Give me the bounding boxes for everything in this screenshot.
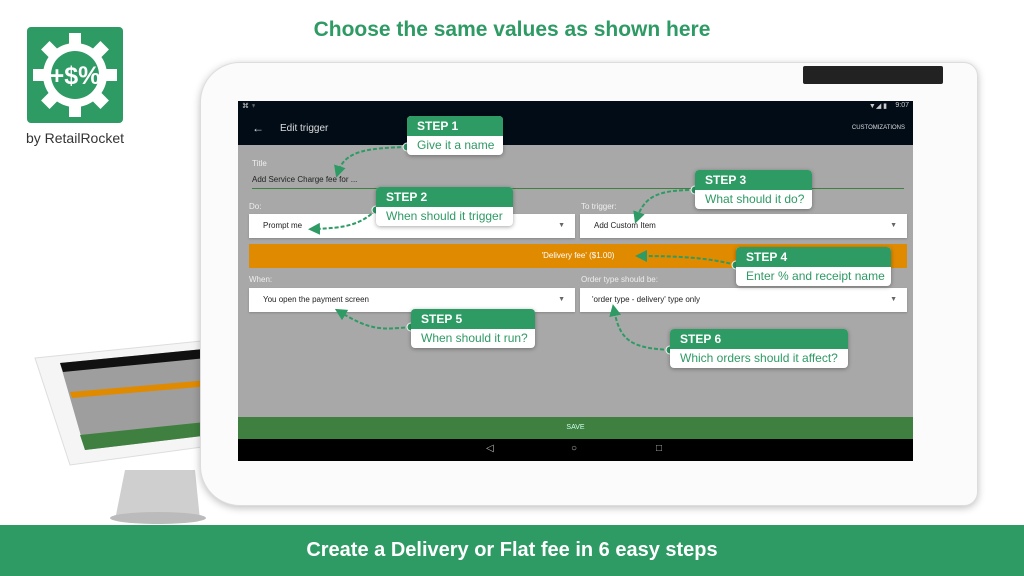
step-title: STEP 6 <box>670 329 848 349</box>
step-title: STEP 1 <box>407 116 503 136</box>
when-label: When: <box>249 275 273 284</box>
step-5-callout: STEP 5 When should it run? <box>411 309 535 348</box>
save-button[interactable]: SAVE <box>238 417 913 439</box>
step-1-callout: STEP 1 Give it a name <box>407 116 503 155</box>
retailrocket-logo: +$% <box>27 27 123 123</box>
dropdown-caret-icon: ▼ <box>890 222 897 229</box>
step-text: When should it trigger <box>386 209 503 223</box>
order-type-select[interactable]: 'order type - delivery' type only ▼ <box>580 288 907 312</box>
dropdown-caret-icon: ▼ <box>558 296 565 303</box>
step-text: When should it run? <box>421 331 528 345</box>
status-time: 9:07 <box>895 102 909 109</box>
status-bar: ⌘ ♆ 9:07 ▼◢ ▮ <box>238 101 913 113</box>
step-text: Which orders should it affect? <box>680 351 838 365</box>
order-type-value: 'order type - delivery' type only <box>592 295 700 304</box>
gear-dollar-icon: +$% <box>33 33 117 117</box>
do-label: Do: <box>249 202 262 211</box>
dropdown-caret-icon: ▼ <box>558 222 565 229</box>
step-6-callout: STEP 6 Which orders should it affect? <box>670 329 848 368</box>
dropdown-caret-icon: ▼ <box>890 296 897 303</box>
step-2-callout: STEP 2 When should it trigger <box>376 187 513 226</box>
footer-banner: Create a Delivery or Flat fee in 6 easy … <box>0 525 1024 576</box>
trigger-label: To trigger: <box>581 202 617 211</box>
headline: Choose the same values as shown here <box>313 18 711 41</box>
brand-byline: by RetailRocket <box>25 130 125 146</box>
customizations-button[interactable]: CUSTOMIZATIONS <box>851 125 905 131</box>
svg-text:+$%: +$% <box>50 62 101 90</box>
tablet-screen: ⌘ ♆ 9:07 ▼◢ ▮ ← Edit trigger CUSTOMIZATI… <box>238 101 913 461</box>
app-bar: ← Edit trigger CUSTOMIZATIONS <box>238 113 913 145</box>
do-value: Prompt me <box>263 221 303 230</box>
step-title: STEP 3 <box>695 170 812 190</box>
wifi-battery-icon: ▼◢ ▮ <box>868 103 887 110</box>
title-label: Title <box>252 159 267 168</box>
when-value: You open the payment screen <box>263 295 370 304</box>
when-select[interactable]: You open the payment screen ▼ <box>249 288 575 312</box>
back-nav-icon[interactable]: ◁ <box>486 443 494 454</box>
page-title: Edit trigger <box>280 123 329 134</box>
trigger-value: Add Custom Item <box>594 221 656 230</box>
back-arrow-icon[interactable]: ← <box>252 121 264 135</box>
step-4-callout: STEP 4 Enter % and receipt name <box>736 247 891 286</box>
title-input[interactable]: Add Service Charge fee for ... <box>252 175 904 189</box>
tablet-camera <box>803 66 943 84</box>
step-text: What should it do? <box>705 192 805 206</box>
recents-nav-icon[interactable]: □ <box>656 443 663 454</box>
step-text: Give it a name <box>417 138 495 152</box>
step-3-callout: STEP 3 What should it do? <box>695 170 812 209</box>
step-title: STEP 5 <box>411 309 535 329</box>
step-title: STEP 4 <box>736 247 891 267</box>
notification-icons: ⌘ ♆ <box>242 103 257 110</box>
nav-bar: ◁ ○ □ <box>238 439 913 461</box>
step-text: Enter % and receipt name <box>746 269 885 283</box>
home-nav-icon[interactable]: ○ <box>571 443 578 454</box>
step-title: STEP 2 <box>376 187 513 207</box>
order-type-label: Order type should be: <box>581 275 658 284</box>
